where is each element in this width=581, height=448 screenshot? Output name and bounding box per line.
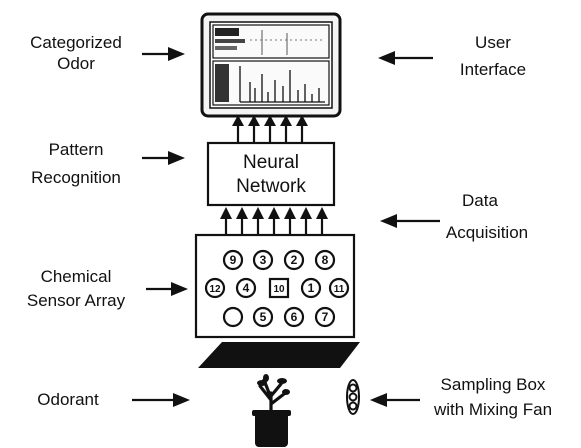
label-pattern-recognition-line1: Pattern xyxy=(49,140,104,159)
screen-block xyxy=(215,64,229,102)
sensor-row-2: 12 4 10 1 11 xyxy=(204,277,350,299)
screen-bottom-panel xyxy=(212,60,330,106)
up-arrow xyxy=(232,115,244,143)
sensor-to-nn-arrows xyxy=(220,207,328,234)
label-pattern-recognition: Pattern Recognition xyxy=(31,140,185,187)
sensor: 7 xyxy=(314,306,336,328)
up-arrow xyxy=(300,207,312,234)
sensor: 11 xyxy=(328,277,350,299)
left-arrow xyxy=(380,214,440,228)
up-arrow xyxy=(280,115,292,143)
sensor-number: 12 xyxy=(209,284,221,295)
up-arrow xyxy=(296,115,308,143)
sampling-plate xyxy=(198,342,360,368)
sensor-number: 10 xyxy=(273,284,285,295)
sensor: 12 xyxy=(204,277,226,299)
sensor-number: 11 xyxy=(334,284,345,295)
up-arrow xyxy=(252,207,264,234)
label-chemical-sensor-array: Chemical Sensor Array xyxy=(27,267,188,310)
label-pattern-recognition-line2: Recognition xyxy=(31,168,121,187)
label-sampling-box: Sampling Box with Mixing Fan xyxy=(370,375,552,419)
screen-block xyxy=(215,46,237,50)
screen-chart xyxy=(239,66,325,103)
screen-block xyxy=(215,28,239,36)
sensor-number: 8 xyxy=(322,253,329,267)
sensor-square: 10 xyxy=(268,277,290,299)
right-arrow xyxy=(142,151,185,165)
sensor: 3 xyxy=(252,249,274,271)
sensor: 8 xyxy=(314,249,336,271)
sensor-number: 6 xyxy=(291,310,298,324)
up-arrow xyxy=(268,207,280,234)
up-arrow xyxy=(284,207,296,234)
neural-network-label-line2: Network xyxy=(236,176,306,197)
label-categorized-odor-line1: Categorized xyxy=(30,33,122,52)
mixing-fan-icon xyxy=(346,379,360,415)
left-arrow xyxy=(370,393,420,407)
right-arrow xyxy=(132,393,190,407)
up-arrow xyxy=(220,207,232,234)
label-data-acquisition-line2: Acquisition xyxy=(446,223,528,242)
sensor: 4 xyxy=(235,277,257,299)
monitor xyxy=(200,12,342,118)
right-arrow xyxy=(146,282,188,296)
sensor-row-1: 9 3 2 8 xyxy=(222,249,336,271)
odorant-plant-icon xyxy=(252,374,291,447)
sensor-number: 7 xyxy=(322,310,329,324)
sensor: 1 xyxy=(300,277,322,299)
up-arrow xyxy=(248,115,260,143)
left-arrow xyxy=(378,51,433,65)
label-categorized-odor-line2: Odor xyxy=(57,54,95,73)
neural-network-label-line1: Neural xyxy=(243,152,299,173)
label-data-acquisition: Data Acquisition xyxy=(380,191,528,242)
label-user-interface-line2: Interface xyxy=(460,60,526,79)
label-user-interface-line1: User xyxy=(475,33,511,52)
sensor-array-box: 9 3 2 8 12 4 10 1 11 5 6 7 xyxy=(194,233,356,339)
sensor: 6 xyxy=(283,306,305,328)
sensor: 5 xyxy=(252,306,274,328)
label-user-interface: User Interface xyxy=(378,33,526,79)
nn-to-monitor-arrows xyxy=(232,115,308,143)
sensor-number: 5 xyxy=(260,310,267,324)
label-odorant-text: Odorant xyxy=(37,390,99,409)
sensor-number: 1 xyxy=(308,281,315,295)
screen-block xyxy=(215,39,245,43)
label-chemical-sensor-array-line2: Sensor Array xyxy=(27,291,126,310)
label-sampling-box-line1: Sampling Box xyxy=(441,375,546,394)
label-chemical-sensor-array-line1: Chemical xyxy=(41,267,112,286)
sensor: 2 xyxy=(283,249,305,271)
label-sampling-box-line2: with Mixing Fan xyxy=(433,400,552,419)
label-odorant: Odorant xyxy=(37,390,190,409)
sensor: 9 xyxy=(222,249,244,271)
label-data-acquisition-line1: Data xyxy=(462,191,498,210)
sensor-number: 2 xyxy=(291,253,298,267)
sensor xyxy=(222,306,244,328)
up-arrow xyxy=(236,207,248,234)
sensor-number: 4 xyxy=(243,281,250,295)
sensor-number: 3 xyxy=(260,253,267,267)
up-arrow xyxy=(264,115,276,143)
sensor-row-3: 5 6 7 xyxy=(222,306,336,328)
right-arrow xyxy=(142,47,185,61)
label-categorized-odor: Categorized Odor xyxy=(30,33,185,73)
neural-network-box: Neural Network xyxy=(206,141,336,207)
sensor-number: 9 xyxy=(230,253,237,267)
up-arrow xyxy=(316,207,328,234)
